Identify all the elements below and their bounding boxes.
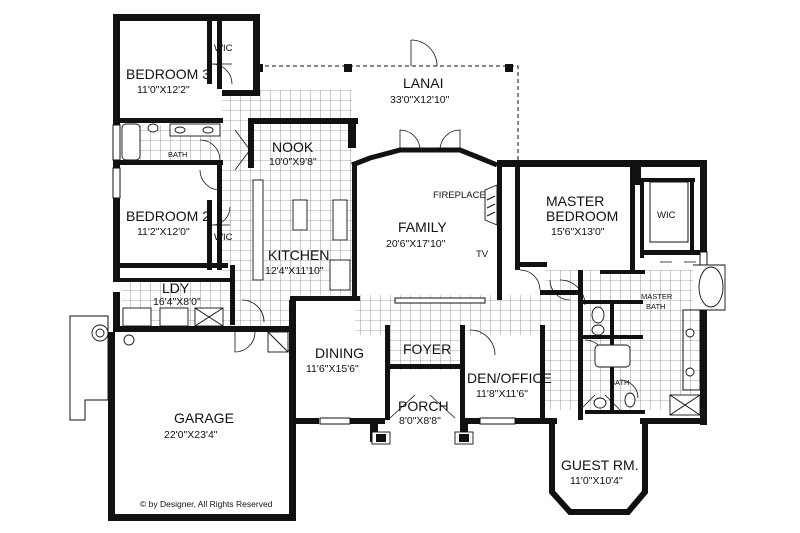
bedroom3-dims: 11'0"X12'2" [137, 84, 190, 96]
foyer-name: FOYER [403, 341, 451, 357]
master-name-line2: BEDROOM [546, 208, 618, 224]
fixtures [69, 123, 726, 445]
kitchen-name: KITCHEN [268, 247, 329, 263]
bedroom3-name: BEDROOM 3 [126, 66, 210, 82]
garage-name: GARAGE [174, 410, 234, 426]
guest-name: GUEST RM. [561, 457, 639, 473]
porch-name: PORCH [398, 398, 449, 414]
nook-dims: 10'0"X9'8" [269, 156, 317, 168]
master-name-line1: MASTER [546, 193, 604, 209]
guest-dims: 11'0"X10'4" [570, 475, 623, 487]
exterior-walls [108, 14, 707, 521]
copyright-text: © by Designer, All Rights Reserved [140, 499, 273, 509]
lanai-dims: 33'0"X12'10" [390, 94, 450, 106]
den-dims: 11'8"X11'6" [476, 388, 528, 400]
dining-name: DINING [315, 345, 364, 361]
family-name: FAMILY [398, 219, 447, 235]
fireplace-label: FIREPLACE [433, 190, 486, 201]
wic-top-label: WIC [214, 43, 233, 54]
nook-name: NOOK [272, 139, 314, 155]
den-name: DEN/OFFICE [467, 370, 552, 386]
kitchen-dims: 12'4"X11'10" [265, 265, 324, 277]
family-dims: 20'6"X17'10" [386, 238, 446, 250]
room-labels: BEDROOM 3 11'0"X12'2" WIC LANAI 33'0"X12… [126, 43, 676, 509]
laundry-dims: 16'4"X8'0" [153, 296, 201, 308]
tv-label: TV [476, 249, 489, 260]
master-dims: 15'6"X13'0" [551, 226, 605, 238]
master-bath-line2: BATH [646, 302, 665, 311]
lanai-name: LANAI [403, 75, 443, 91]
porch-dims: 8'0"X8'8" [399, 415, 441, 427]
bedroom2-name: BEDROOM 2 [126, 208, 210, 224]
wic-bed2-label: WIC [214, 232, 233, 243]
bedroom2-dims: 11'2"X12'0" [137, 226, 190, 238]
bath-name: BATH [168, 150, 187, 159]
master-bath-line1: MASTER [641, 292, 673, 301]
bath2-name: BATH [610, 378, 629, 387]
dining-dims: 11'6"X15'6" [306, 363, 359, 375]
laundry-name: LDY [162, 280, 190, 296]
wic-master-label: WIC [657, 210, 676, 221]
garage-dims: 22'0"X23'4" [164, 429, 218, 441]
